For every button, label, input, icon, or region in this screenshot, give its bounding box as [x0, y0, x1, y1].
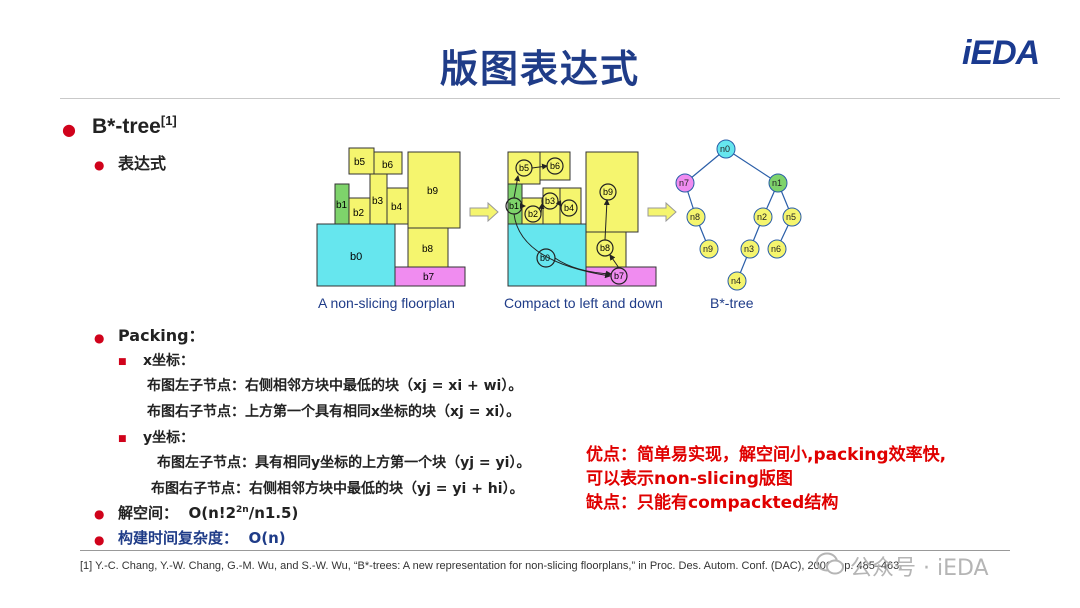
- tree-node-n9: [699, 239, 719, 259]
- x-right-rule: 布图右子节点：上方第一个具有相同x坐标的块（xj = xi）。: [147, 404, 521, 420]
- y-right-rule: 布图右子节点：右侧相邻方块中最低的块（yj = yi + hi）。: [151, 481, 524, 497]
- svg-text:b9: b9: [603, 187, 613, 197]
- svg-text:b0: b0: [540, 253, 550, 263]
- square-bullet-icon: ■: [118, 357, 127, 367]
- x-left-rule: 布图左子节点：右侧相邻方块中最低的块（xj = xi + wi）。: [147, 378, 523, 394]
- square-bullet-icon: ■: [118, 434, 127, 444]
- label-b7: b7: [423, 272, 435, 283]
- svg-text:b6: b6: [550, 161, 560, 171]
- solution-space-sup: 2n: [236, 505, 249, 515]
- x-coord-label: x坐标：: [143, 353, 195, 369]
- label-b3: b3: [372, 196, 384, 207]
- caption-compact: Compact to left and down: [504, 295, 663, 311]
- svg-text:b5: b5: [519, 163, 529, 173]
- complexity: 构建时间复杂度： O(n): [118, 527, 286, 548]
- label-b8: b8: [422, 244, 434, 255]
- bullet-icon: ●: [94, 158, 105, 172]
- y-coord-label: y坐标：: [143, 430, 195, 446]
- tree-node-n8: [686, 207, 706, 227]
- solution-space-label: 解空间：: [118, 504, 179, 522]
- svg-text:n7: n7: [679, 178, 689, 188]
- svg-text:b4: b4: [564, 203, 574, 213]
- svg-text:n3: n3: [744, 244, 754, 254]
- block-b6: [373, 151, 403, 175]
- cons-line: 缺点：只能有compackted结构: [586, 493, 839, 513]
- complexity-label: 构建时间复杂度：: [118, 529, 239, 547]
- svg-text:b1: b1: [509, 201, 519, 211]
- reference-divider: [80, 550, 1010, 551]
- label-b0: b0: [350, 251, 362, 263]
- svg-text:n1: n1: [772, 178, 782, 188]
- caption-floorplan: A non-slicing floorplan: [318, 295, 455, 311]
- subsection-heading: 表达式: [118, 154, 167, 173]
- wechat-icon: [816, 552, 844, 575]
- svg-text:b2: b2: [528, 209, 538, 219]
- block-b9: [407, 151, 461, 229]
- bullet-icon: ●: [94, 507, 105, 521]
- floorplan-compacted: b0 b1 b2 b3 b4 b5 b6 b7 b8 b9: [505, 151, 657, 287]
- title-divider: [60, 98, 1060, 99]
- solution-space: 解空间： O(n!22n/n1.5): [118, 502, 298, 523]
- pros-line-2: 可以表示non-slicing版图: [586, 469, 793, 489]
- section-heading: B*-tree[1]: [92, 113, 177, 139]
- svg-text:b3: b3: [545, 196, 555, 206]
- svg-text:n6: n6: [771, 244, 781, 254]
- svg-text:n5: n5: [786, 212, 796, 222]
- block-b0: [316, 223, 396, 287]
- svg-text:b7: b7: [614, 271, 624, 281]
- label-b1: b1: [336, 200, 348, 211]
- arrow-right-icon: [469, 201, 499, 223]
- watermark-text: 公众号 · iEDA: [850, 556, 989, 581]
- packing-heading: Packing：: [118, 326, 205, 345]
- tree-node-n2: [753, 207, 773, 227]
- bullet-icon: ●: [94, 533, 105, 547]
- tree-node-n5: [782, 207, 802, 227]
- label-b4: b4: [391, 202, 403, 213]
- label-b6: b6: [382, 160, 394, 171]
- svg-text:b8: b8: [600, 243, 610, 253]
- ieda-logo: iEDA: [962, 34, 1040, 72]
- block-b5: [348, 147, 375, 175]
- bullet-icon: ●: [62, 120, 76, 139]
- tree-node-n1: [768, 173, 788, 193]
- tree-node-n0: [716, 139, 736, 159]
- label-b9: b9: [427, 186, 439, 197]
- arrow-right-icon: [647, 201, 677, 223]
- reference-text: [1] Y.-C. Chang, Y.-W. Chang, G.-M. Wu, …: [80, 560, 903, 572]
- btree-graph: n0 n7 n1 n8 n9 n2 n5 n3 n6 n4: [675, 139, 802, 291]
- complexity-value: O(n): [248, 529, 286, 547]
- svg-text:n9: n9: [703, 244, 713, 254]
- label-b2: b2: [353, 208, 365, 219]
- tree-node-n6: [767, 239, 787, 259]
- label-b5: b5: [354, 157, 366, 168]
- caption-btree: B*-tree: [710, 295, 754, 311]
- tree-node-n3: [740, 239, 760, 259]
- solution-space-tail: /n1.5): [248, 504, 299, 522]
- svg-text:n2: n2: [757, 212, 767, 222]
- tree-node-n4: [727, 271, 747, 291]
- svg-text:n4: n4: [731, 276, 741, 286]
- page-title: 版图表达式: [439, 47, 640, 91]
- section-heading-text: B*-tree: [92, 115, 161, 138]
- y-left-rule: 布图左子节点：具有相同y坐标的上方第一个块（yj = yi）。: [157, 455, 531, 471]
- solution-space-value: O(n!2: [188, 504, 237, 522]
- floorplan-original: b0 b1 b2 b3 b4 b5 b6 b7 b8 b9: [316, 147, 466, 287]
- svg-text:n0: n0: [720, 144, 730, 154]
- tree-node-n7: [675, 173, 695, 193]
- ref-mark[interactable]: [1]: [160, 113, 177, 128]
- bullet-icon: ●: [94, 331, 105, 345]
- svg-text:n8: n8: [690, 212, 700, 222]
- pros-line-1: 优点：简单易实现，解空间小,packing效率快,: [586, 445, 947, 465]
